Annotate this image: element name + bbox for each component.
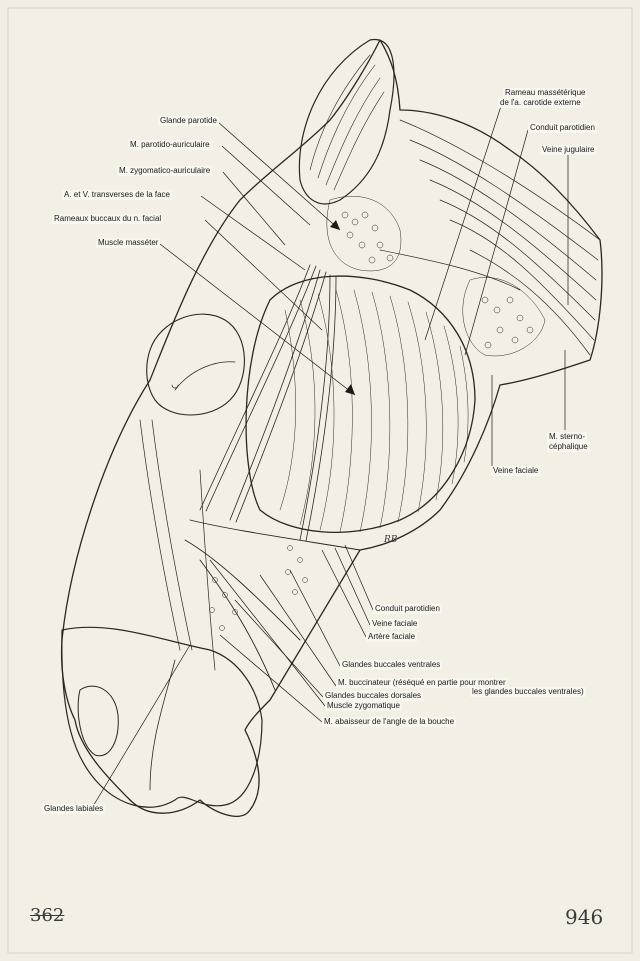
artist-signature: RB	[384, 535, 398, 545]
label-glandes-buccales-ventrales: Glandes buccales ventrales	[340, 660, 443, 670]
buccal-region	[184, 519, 361, 691]
label-glandes-buccales-dorsales: Glandes buccales dorsales	[323, 691, 424, 701]
label-veine-faciale-right: Veine faciale	[491, 466, 541, 476]
label-a-v-transverses: A. et V. transverses de la face	[62, 190, 172, 200]
label-m-sterno-1: M. sterno-	[547, 432, 588, 442]
facial-nerve-branches	[199, 264, 337, 542]
label-glandes-labiales: Glandes labiales	[42, 804, 106, 814]
masseter-fibers	[279, 289, 469, 533]
muzzle-pad	[61, 626, 263, 808]
head-outline	[60, 39, 603, 817]
eye-detail	[171, 361, 236, 391]
parotid-gland-texture	[326, 196, 546, 357]
buccal-glands-texture	[209, 545, 308, 631]
label-m-parotido-auriculaire: M. parotido-auriculaire	[128, 140, 212, 150]
leader-arrowheads	[330, 220, 355, 395]
ear-hatching	[309, 54, 385, 191]
label-rameau-masseterique-2: de l'a. carotide externe	[498, 98, 583, 108]
label-conduit-parotidien-bottom: Conduit parotidien	[373, 604, 442, 614]
label-m-sterno-2: céphalique	[547, 442, 590, 452]
label-rameau-masseterique-1: Rameau massétérique	[503, 88, 588, 98]
label-glande-parotide: Glande parotide	[158, 116, 219, 126]
label-muscle-zygomatique: Muscle zygomatique	[325, 701, 402, 711]
label-m-zygomatico-auriculaire: M. zygomatico-auriculaire	[117, 166, 213, 176]
label-artere-faciale: Artère faciale	[366, 632, 418, 642]
label-conduit-parotidien-top: Conduit parotidien	[528, 123, 597, 133]
eye-region	[146, 313, 245, 416]
label-m-buccinateur-1: M. buccinateur (réséqué en partie pour m…	[336, 678, 508, 688]
label-veine-faciale-bottom: Veine faciale	[370, 619, 420, 629]
masseter-muscle	[245, 275, 476, 533]
ear-shape	[298, 39, 395, 205]
nostril	[77, 685, 119, 757]
label-m-abaisseur: M. abaisseur de l'angle de la bouche	[322, 717, 457, 727]
label-muscle-masseter: Muscle masséter	[96, 238, 161, 248]
crossed-plate-number: 362	[30, 905, 65, 926]
leader-lines	[91, 99, 569, 809]
upper-lip-division	[149, 659, 176, 791]
neck-muscle-bands	[379, 119, 601, 356]
label-veine-jugulaire: Veine jugulaire	[540, 145, 597, 155]
label-rameaux-buccaux: Rameaux buccaux du n. facial	[52, 214, 164, 224]
page-number: 946	[565, 905, 604, 929]
label-m-buccinateur-2: les glandes buccales ventrales)	[470, 687, 586, 697]
